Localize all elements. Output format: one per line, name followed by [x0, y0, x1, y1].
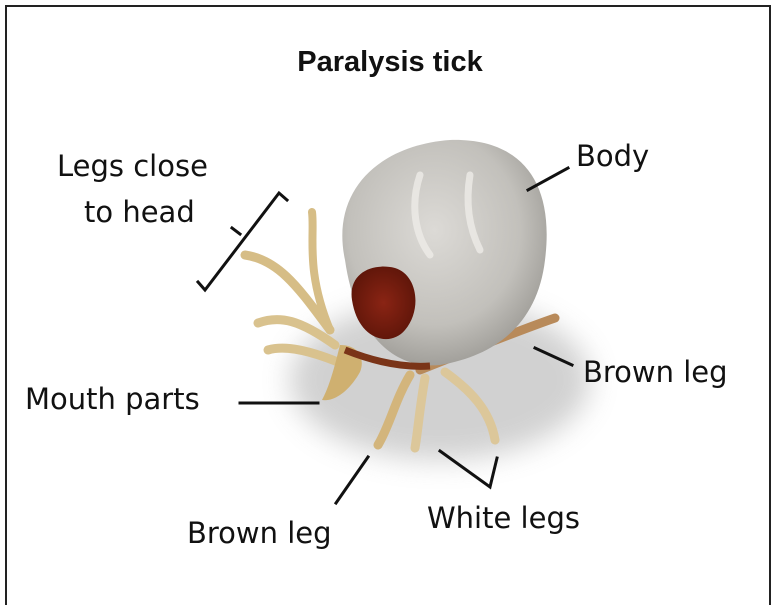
label-brown-leg-right: Brown leg [583, 356, 728, 389]
label-legs-close-line2: to head [84, 196, 195, 229]
legs-close-bracket-tick [232, 228, 240, 234]
label-brown-leg-bottom: Brown leg [187, 517, 332, 550]
label-mouth-parts: Mouth parts [25, 383, 200, 416]
legs-close-bracket [198, 193, 287, 290]
label-body: Body [576, 140, 649, 173]
brown-leg-bottom-callout-line [336, 457, 368, 503]
label-white-legs: White legs [427, 502, 580, 535]
label-legs-close-line1: Legs close [57, 150, 208, 183]
